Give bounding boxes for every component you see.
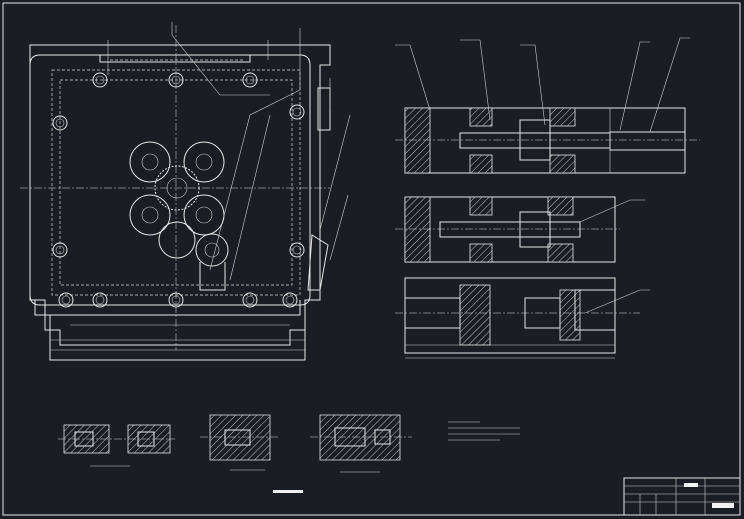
gear-cluster [129,141,229,291]
title-block [623,477,741,516]
main-plan-view [20,22,351,361]
detail-view-1 [58,424,175,467]
mounting-holes [52,72,305,308]
technical-notes [448,421,520,441]
detail-view-2 [200,414,278,471]
section-view-1 [395,37,700,174]
scale-marker [273,490,303,493]
section-view-2 [395,196,645,263]
detail-view-3 [310,414,412,473]
section-view-3 [395,277,650,359]
